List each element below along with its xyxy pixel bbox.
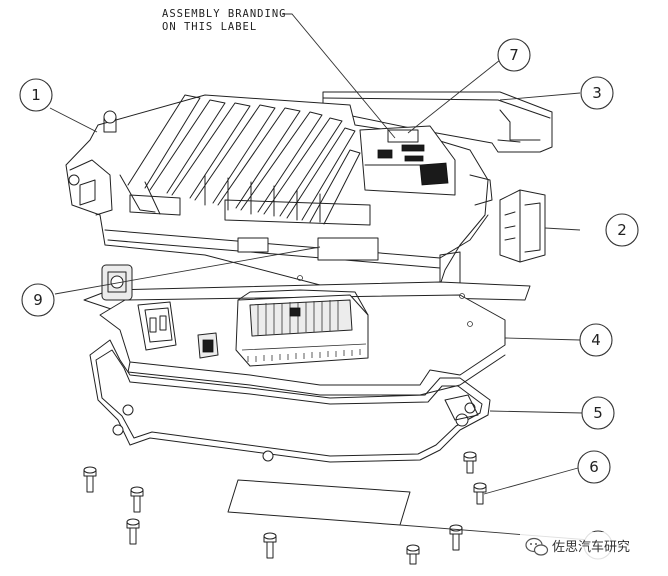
watermark: 佐思汽车研究 [520,532,666,562]
callout-label: 5 [593,404,603,422]
bottom-label-sheet [227,479,411,526]
small-connector [137,301,177,351]
callout-4: 4 [579,323,613,357]
wechat-icon [525,537,549,556]
callout-label: 3 [592,84,602,102]
main-connector [235,289,369,367]
watermark-text: 佐思汽车研究 [552,539,630,555]
part-7-branding-label [359,125,456,196]
screw [263,532,277,559]
callout-label: 6 [589,458,599,476]
heatsink-fins [119,94,361,225]
callout-1: 1 [19,78,53,112]
screw [406,544,420,565]
mini-connector [197,332,219,359]
part-4-pcb [99,264,506,396]
part-5-gasket-frame [89,339,491,463]
callout-label: 1 [31,86,41,104]
callout-9: 9 [21,283,55,317]
screw [83,466,97,493]
screw [130,486,144,513]
screw [126,518,140,545]
callout-3: 3 [580,76,614,110]
note-line-1: ASSEMBLY BRANDING [162,8,286,20]
callout-7: 7 [497,38,531,72]
callout-label: 7 [509,46,519,64]
callout-label: 4 [591,331,601,349]
screw [463,451,477,474]
note-line-2: ON THIS LABEL [162,21,257,33]
round-connector [101,264,133,301]
assembly-note: ASSEMBLY BRANDING ON THIS LABEL [162,8,396,139]
callout-6: 6 [577,450,611,484]
screw [473,482,487,505]
callout-5: 5 [581,396,615,430]
part-3-cover-strip [322,91,553,153]
callout-label: 2 [617,221,627,239]
callout-label: 9 [33,291,43,309]
part-2-side-cap [499,189,546,263]
part-1-housing [65,94,493,289]
callout-2: 2 [605,213,639,247]
